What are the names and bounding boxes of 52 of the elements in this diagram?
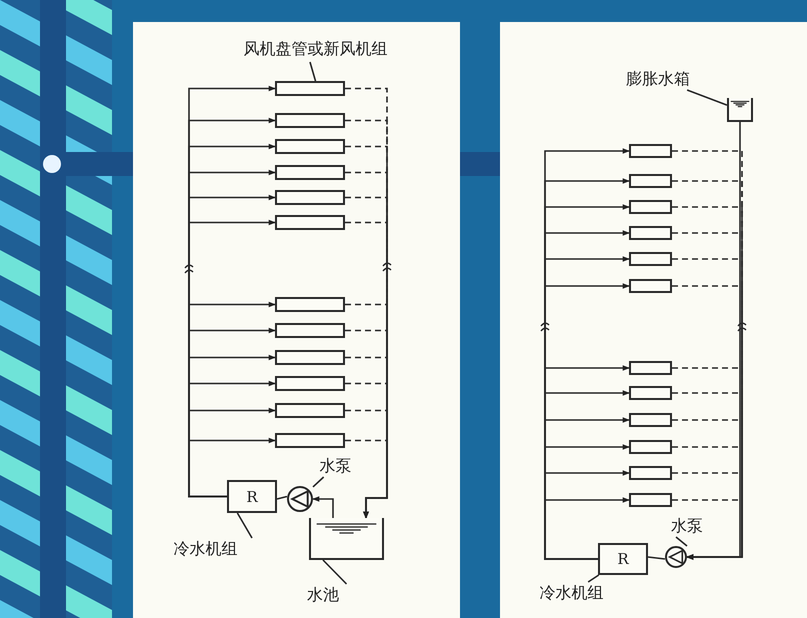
coil-unit-box (629, 361, 672, 375)
chiller-label: R (246, 488, 258, 506)
coil-unit-box (629, 200, 672, 214)
return-pipe (345, 440, 388, 519)
coil-unit-box (275, 139, 345, 154)
pipe-line (686, 89, 728, 106)
coil-unit-box (275, 376, 345, 391)
pipe-line (312, 496, 334, 518)
water-tank (309, 518, 384, 560)
coil-unit-box (275, 433, 345, 448)
chiller-label: R (617, 550, 629, 568)
pipe-line (188, 438, 276, 498)
coil-unit-box (275, 81, 345, 96)
coil-unit-box (629, 252, 672, 266)
coil-unit-box (275, 323, 345, 338)
coil-unit-box (275, 190, 345, 205)
pipe-line (322, 559, 348, 585)
coil-unit-box (629, 386, 672, 400)
coil-unit-box (629, 466, 672, 480)
pipe-line (276, 496, 288, 500)
callout-label: 冷水机组 (524, 582, 619, 604)
return-pipe (672, 499, 743, 560)
callout-label: 水泵 (313, 455, 358, 477)
pipe-line (588, 574, 600, 583)
pipe-line (236, 512, 253, 538)
coil-unit-box (629, 413, 672, 427)
coil-unit-box (629, 493, 672, 507)
water-tank (727, 98, 753, 122)
coil-unit-box (629, 144, 672, 158)
chiller-box (598, 543, 648, 575)
pipe-line (544, 497, 630, 560)
coil-unit-box (275, 403, 345, 418)
chiller-box (227, 480, 277, 513)
coil-unit-box (275, 165, 345, 180)
coil-unit-box (629, 226, 672, 240)
return-pipe (672, 472, 743, 560)
callout-label: 冷水机组 (158, 538, 253, 560)
coil-unit-box (629, 279, 672, 293)
callout-label: 膨胀水箱 (612, 68, 704, 90)
coil-unit-box (629, 174, 672, 188)
pipe-line (648, 556, 666, 560)
callout-label: 风机盘管或新风机组 (218, 38, 413, 62)
coil-unit-box (275, 113, 345, 128)
coil-unit-box (275, 297, 345, 312)
pipe-line (309, 62, 316, 82)
pipe-line (312, 476, 324, 488)
coil-unit-box (275, 350, 345, 365)
callout-label: 水池 (298, 584, 348, 606)
coil-unit-box (275, 215, 345, 230)
coil-unit-box (629, 440, 672, 454)
callout-label: 水泵 (664, 515, 710, 537)
pipe-line (676, 536, 688, 547)
